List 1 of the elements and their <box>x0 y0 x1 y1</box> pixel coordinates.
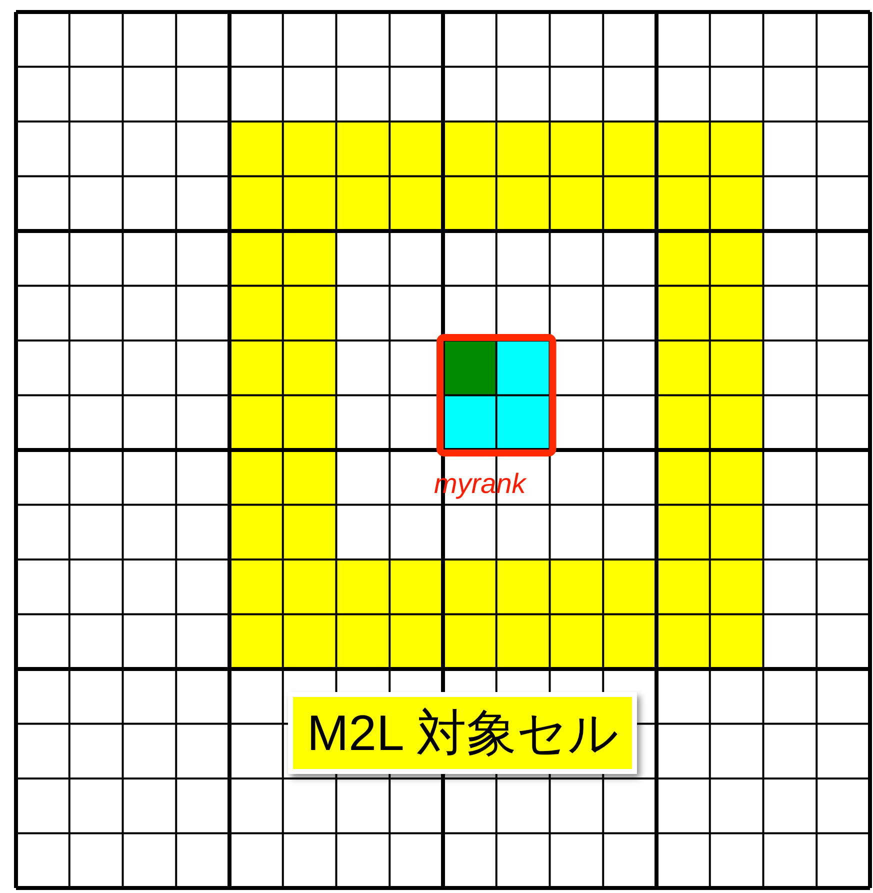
legend-label: M2L 対象セル <box>288 692 638 774</box>
